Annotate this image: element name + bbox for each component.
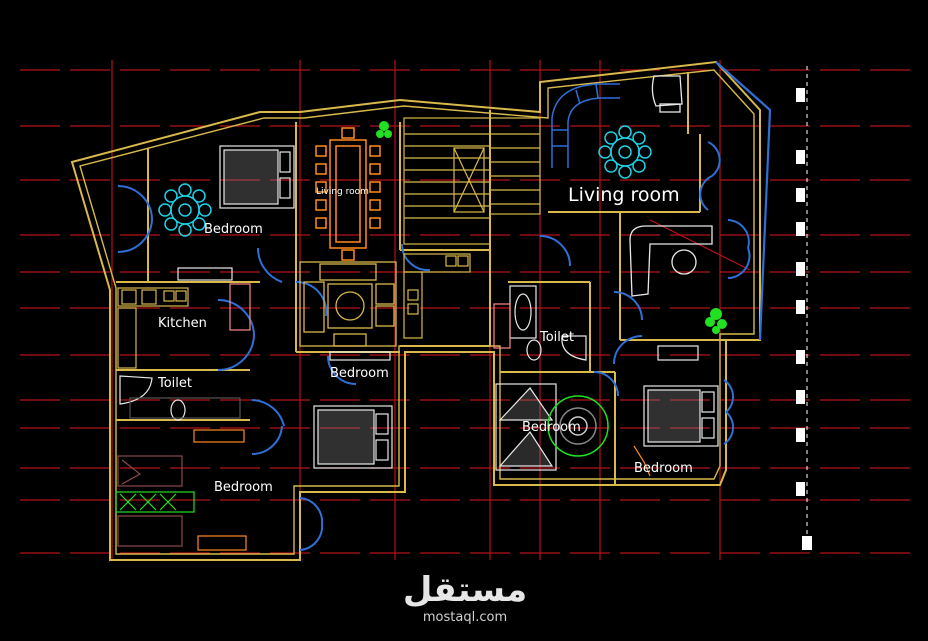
round-table-living <box>598 125 652 179</box>
room-label-kitchen: Kitchen <box>158 316 207 331</box>
room-label-bedroom-sw: Bedroom <box>214 480 273 495</box>
piano <box>651 75 683 113</box>
kitchenette <box>403 253 471 339</box>
room-label-dining: Living room <box>316 187 369 197</box>
bed-s-center <box>495 383 557 471</box>
l-sofa <box>629 225 713 297</box>
bed-nw <box>219 145 295 209</box>
plant-icons <box>376 121 727 334</box>
sw-bedroom-furniture <box>115 455 247 551</box>
watermark-url: mostaql.com <box>422 610 508 625</box>
scale-bar <box>796 66 812 550</box>
sitting-area <box>299 261 397 347</box>
watermark: مستقل mostaql.com <box>395 570 535 625</box>
room-label-toilet-east: Toilet <box>540 330 575 345</box>
curved-sofa <box>551 83 620 168</box>
room-label-bedroom-se1: Bedroom <box>522 420 581 435</box>
toilet-west-fixtures <box>119 375 245 443</box>
room-label-toilet-west: Toilet <box>158 376 193 391</box>
room-label-bedroom-nw: Bedroom <box>204 222 263 237</box>
watermark-logo: مستقل <box>402 570 528 610</box>
bed-center <box>313 405 393 469</box>
toilet-east-fixtures <box>493 285 587 361</box>
dining-table <box>315 127 381 261</box>
staircase <box>403 117 541 245</box>
kitchen-counters <box>117 267 251 369</box>
room-label-bedroom-center: Bedroom <box>330 366 389 381</box>
round-rug <box>547 395 609 457</box>
doors <box>117 61 772 551</box>
round-table-bedroom <box>158 183 212 237</box>
grid-lines <box>20 60 910 560</box>
room-label-bedroom-se2: Bedroom <box>634 461 693 476</box>
bed-se <box>643 385 719 447</box>
walls <box>70 60 761 561</box>
misc-furniture <box>329 345 699 477</box>
room-label-living-room: Living room <box>568 184 680 206</box>
